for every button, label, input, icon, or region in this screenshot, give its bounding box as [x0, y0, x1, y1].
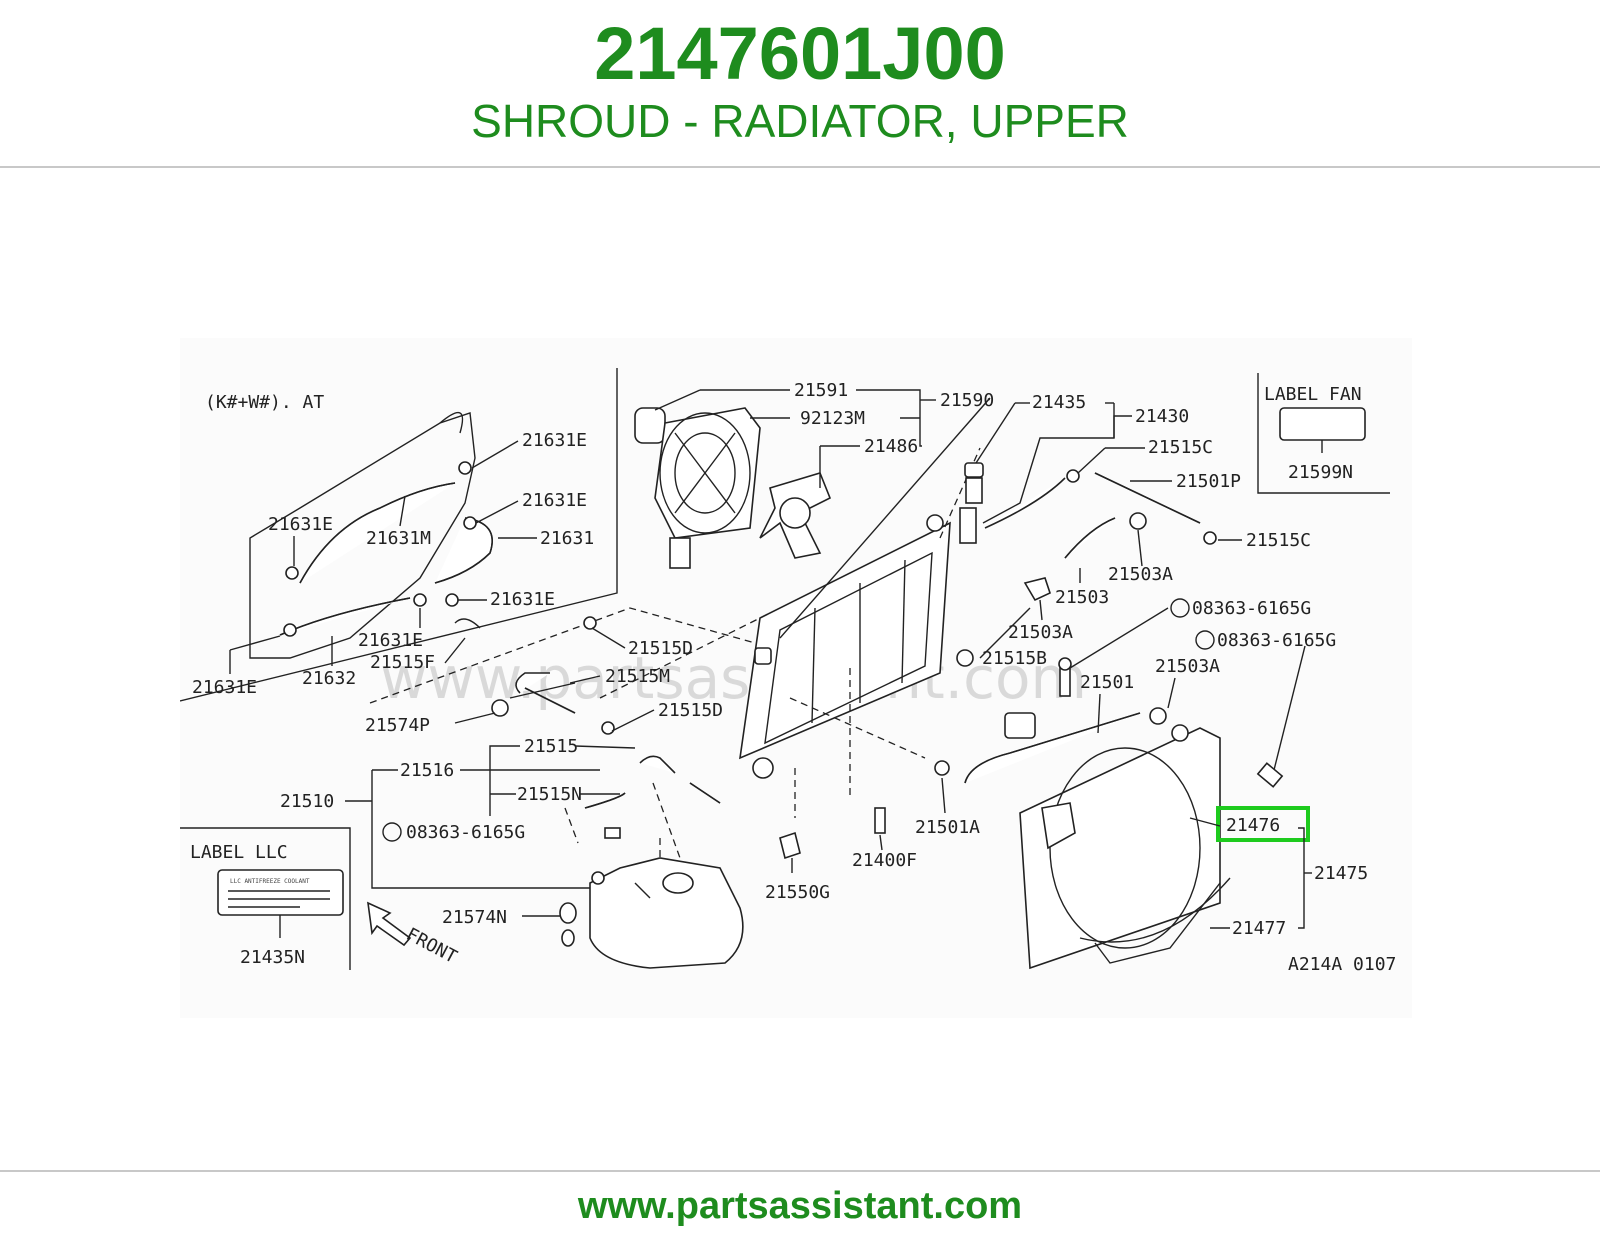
label-21501P: 21501P [1176, 471, 1241, 492]
s-mark-icon [1170, 598, 1190, 618]
label-llc-part: 21435N [240, 947, 305, 968]
label-21631E-e: 21631E [358, 630, 423, 651]
s-mark-icon-2 [1195, 630, 1215, 650]
s-mark-icon-3 [382, 822, 402, 842]
fan-motor-assembly [634, 407, 832, 569]
label-21631E-c: 21631E [268, 514, 333, 535]
variant-note: (K#+W#). AT [205, 392, 324, 413]
footer-divider [0, 1170, 1600, 1172]
shroud-callouts: 21476 21475 21477 [1189, 815, 1368, 939]
frame-line [779, 397, 991, 639]
label-21476: 21476 [1226, 815, 1280, 836]
label-21515C-a: 21515C [1148, 437, 1213, 458]
radiator-dashed-guides [369, 447, 981, 858]
lower-hose [934, 657, 1167, 784]
label-21632: 21632 [302, 668, 356, 689]
part-number-title: 2147601J00 [594, 12, 1006, 95]
label-fan-part: 21599N [1288, 462, 1353, 483]
label-08363-b: 08363-6165G [1217, 630, 1336, 651]
label-08363-c: 08363-6165G [406, 822, 525, 843]
label-fan-title: LABEL FAN [1264, 384, 1362, 405]
label-21631M: 21631M [366, 528, 431, 549]
label-21631E-a: 21631E [522, 430, 587, 451]
label-21550G: 21550G [765, 882, 830, 903]
label-21631E-d: 21631E [490, 589, 555, 610]
label-fan-box: LABEL FAN 21599N [1257, 373, 1390, 494]
label-21503: 21503 [1055, 587, 1109, 608]
label-21510: 21510 [280, 791, 334, 812]
label-21574P: 21574P [365, 715, 430, 736]
reservoir-callouts: 21515M 21515D 21515D 21574P 21515 21516 … [280, 627, 917, 928]
label-21501A: 21501A [915, 817, 980, 838]
footer-url[interactable]: www.partsassistant.com [577, 1185, 1023, 1227]
parts-diagram: www.partsassistant.com (K#+W#). AT 21631… [180, 338, 1412, 1018]
label-21591: 21591 [794, 380, 848, 401]
highlight-box [1216, 806, 1310, 842]
label-21503A-b: 21503A [1008, 622, 1073, 643]
label-21515F: 21515F [370, 652, 435, 673]
header-divider [0, 166, 1600, 168]
label-llc-title: LABEL LLC [190, 842, 288, 863]
label-21400F: 21400F [852, 850, 917, 871]
label-21631E-b: 21631E [522, 490, 587, 511]
label-21515D-b: 21515D [658, 700, 723, 721]
label-llc-box: LABEL LLC LLC ANTIFREEZE COOLANT 21435N [180, 827, 351, 970]
label-llc-sticker-text: LLC ANTIFREEZE COOLANT [230, 878, 310, 885]
label-21590: 21590 [940, 390, 994, 411]
label-21515M: 21515M [605, 666, 670, 687]
label-21631: 21631 [540, 528, 594, 549]
label-21501: 21501 [1080, 672, 1134, 693]
label-92123M: 92123M [800, 408, 865, 429]
fan-callouts: 21591 92123M 21486 21590 [654, 380, 994, 488]
fan-shroud [1019, 724, 1284, 970]
label-21477: 21477 [1232, 918, 1286, 939]
label-21503A-a: 21503A [1108, 564, 1173, 585]
label-21515D-a: 21515D [628, 638, 693, 659]
reservoir-hose-assembly [249, 411, 493, 659]
label-21516: 21516 [400, 760, 454, 781]
upper-callouts: 21435 21430 21515C 21501P 21515C 21503A … [975, 392, 1311, 669]
label-21475: 21475 [1314, 863, 1368, 884]
reservoir-tank [589, 857, 744, 969]
label-21574N: 21574N [442, 907, 507, 928]
label-21430: 21430 [1135, 406, 1189, 427]
fan-inset-frame [180, 368, 618, 702]
part-description: SHROUD - RADIATOR, UPPER [471, 95, 1129, 147]
label-21515B: 21515B [982, 648, 1047, 669]
label-21486: 21486 [864, 436, 918, 457]
watermark: www.partsassistant.com [380, 644, 1087, 712]
label-21503A-c: 21503A [1155, 656, 1220, 677]
reference-code: A214A 0107 [1288, 954, 1396, 975]
label-21631E-f: 21631E [192, 677, 257, 698]
label-21515N: 21515N [517, 784, 582, 805]
upper-hose-and-cap [964, 462, 1217, 602]
lower-callouts: 08363-6165G 21501 21503A 08363-6165G 215… [915, 598, 1336, 838]
label-21515C-b: 21515C [1246, 530, 1311, 551]
label-21435: 21435 [1032, 392, 1086, 413]
label-08363-a: 08363-6165G [1192, 598, 1311, 619]
label-21515: 21515 [524, 736, 578, 757]
left-callouts: 21631E 21631E 21631E 21631M 21631 21631E… [192, 430, 594, 698]
